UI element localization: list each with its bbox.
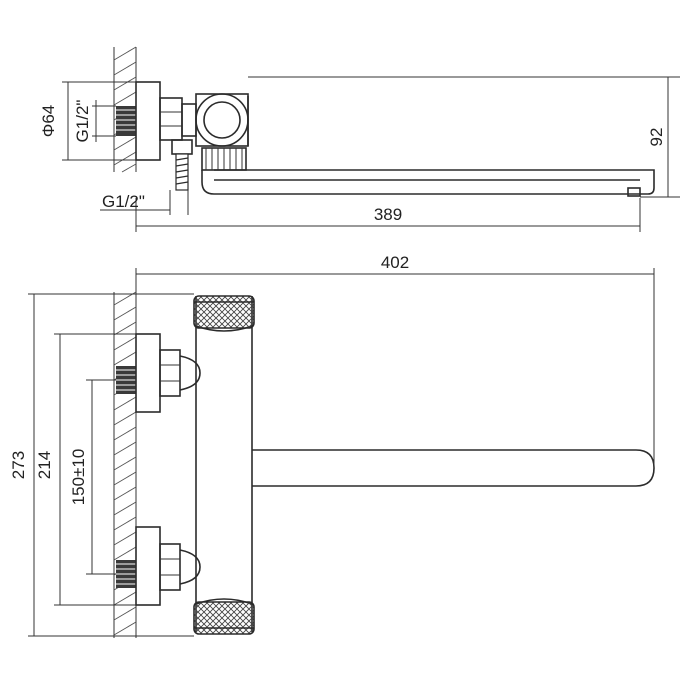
dim-phi64: Φ64	[39, 105, 58, 137]
dim-150: 150±10	[69, 449, 88, 506]
bottom-knurled-handle	[193, 601, 255, 635]
top-lower-thread	[175, 153, 189, 191]
top-thread	[116, 106, 136, 136]
upper-inlet	[116, 333, 201, 413]
front-spout	[252, 449, 655, 487]
top-connector	[181, 103, 197, 137]
front-dimensions	[28, 268, 655, 637]
lower-inlet	[116, 526, 201, 606]
mixer-body	[195, 296, 253, 632]
top-handle	[195, 93, 249, 147]
top-view: Φ64 G1/2" G1/2" 92 389	[39, 46, 680, 232]
dim-92: 92	[647, 128, 666, 147]
front-view: 402 273 214 150±10	[9, 253, 655, 638]
dim-214: 214	[35, 451, 54, 479]
top-dimensions	[62, 76, 680, 232]
dim-389: 389	[374, 205, 402, 224]
top-knurled-handle	[193, 295, 255, 329]
top-flange	[135, 81, 161, 161]
top-nut	[159, 97, 183, 141]
dim-g12-bottom: G1/2"	[102, 192, 145, 211]
dim-273: 273	[9, 451, 28, 479]
top-small-nut	[171, 139, 193, 155]
dim-402: 402	[381, 253, 409, 272]
dim-g12-top: G1/2"	[73, 100, 92, 143]
top-spout	[201, 169, 655, 195]
